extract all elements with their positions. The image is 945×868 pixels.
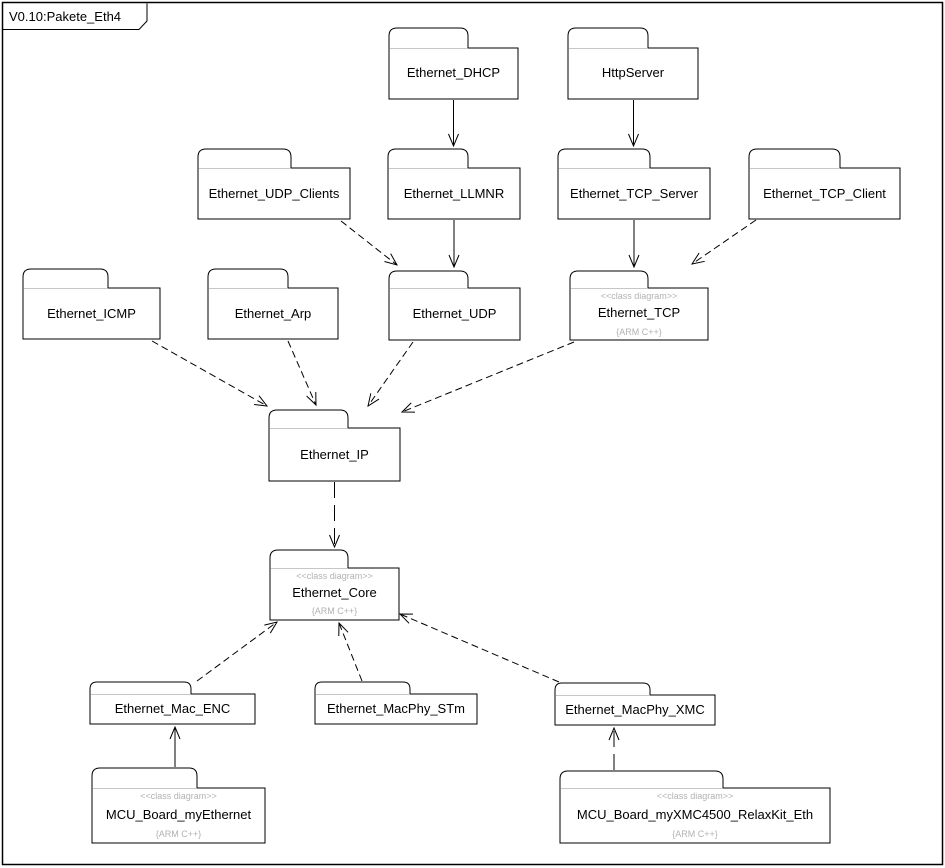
package-name: Ethernet_Arp xyxy=(235,306,312,321)
arrow-macphyxmc-to-core[interactable] xyxy=(400,614,560,683)
package-shape xyxy=(387,148,521,220)
arrow-macphystm-to-core[interactable] xyxy=(339,623,363,682)
package-stereotype: <<class diagram>> xyxy=(601,291,678,301)
package-shape xyxy=(268,409,401,482)
package-name: Ethernet_DHCP xyxy=(407,65,500,80)
package-stereotype: <<class diagram>> xyxy=(296,571,373,581)
package-ethernet-ip[interactable]: Ethernet_IP xyxy=(268,409,401,482)
package-shape xyxy=(269,549,400,621)
package-name: Ethernet_UDP xyxy=(413,306,497,321)
package-name: Ethernet_UDP_Clients xyxy=(209,186,340,201)
arrow-udpclients-to-udp[interactable] xyxy=(340,220,397,265)
diagram-title: V0.10:Pakete_Eth4 xyxy=(9,9,121,24)
package-ethernet-tcp[interactable]: <<class diagram>> Ethernet_TCP {ARM C++} xyxy=(569,270,709,341)
package-language-tag: {ARM C++} xyxy=(672,829,718,839)
package-name: Ethernet_MacPhy_STm xyxy=(327,701,465,716)
arrow-tcpclient-to-tcp[interactable] xyxy=(692,219,757,264)
package-shape xyxy=(314,681,478,725)
title-tab-shape xyxy=(3,3,148,30)
package-ethernet-tcp-client[interactable]: Ethernet_TCP_Client xyxy=(748,148,901,220)
package-ethernet-llmnr[interactable]: Ethernet_LLMNR xyxy=(387,148,521,220)
package-shape xyxy=(748,148,901,220)
package-ethernet-udp-clients[interactable]: Ethernet_UDP_Clients xyxy=(197,148,351,220)
package-shape xyxy=(197,148,351,220)
package-shape xyxy=(557,148,711,220)
package-name: HttpServer xyxy=(602,65,665,80)
package-ethernet-core[interactable]: <<class diagram>> Ethernet_Core {ARM C++… xyxy=(269,549,400,621)
package-name: Ethernet_TCP xyxy=(598,305,680,320)
package-ethernet-dhcp[interactable]: Ethernet_DHCP xyxy=(388,27,519,100)
package-shape xyxy=(91,767,266,844)
package-ethernet-udp[interactable]: Ethernet_UDP xyxy=(388,270,521,341)
package-name: Ethernet_TCP_Server xyxy=(570,186,699,201)
package-ethernet-mac-enc[interactable]: Ethernet_Mac_ENC xyxy=(89,681,256,725)
package-stereotype: <<class diagram>> xyxy=(657,791,734,801)
package-shape xyxy=(22,268,161,340)
package-name: Ethernet_Mac_ENC xyxy=(115,701,231,716)
package-shape xyxy=(89,681,256,725)
package-ethernet-tcp-server[interactable]: Ethernet_TCP_Server xyxy=(557,148,711,220)
arrow-icmp-to-ip[interactable] xyxy=(151,340,267,406)
package-shape xyxy=(554,682,716,726)
package-name: MCU_Board_myXMC4500_RelaxKit_Eth xyxy=(577,807,813,822)
package-httpserver[interactable]: HttpServer xyxy=(567,27,699,100)
package-ethernet-arp[interactable]: Ethernet_Arp xyxy=(207,268,339,340)
package-name: Ethernet_LLMNR xyxy=(404,186,504,201)
package-name: Ethernet_Core xyxy=(292,585,377,600)
package-shape xyxy=(207,268,339,340)
package-name: Ethernet_ICMP xyxy=(47,306,136,321)
package-stereotype: <<class diagram>> xyxy=(140,791,217,801)
package-mcu-board-myethernet[interactable]: <<class diagram>> MCU_Board_myEthernet {… xyxy=(91,767,266,844)
diagram-title-tab: V0.10:Pakete_Eth4 xyxy=(3,3,148,30)
package-shape xyxy=(388,27,519,100)
package-language-tag: {ARM C++} xyxy=(156,829,202,839)
arrow-tcp-to-ip[interactable] xyxy=(402,341,575,412)
package-mcu-board-myxmc4500-relaxkit-eth[interactable]: <<class diagram>> MCU_Board_myXMC4500_Re… xyxy=(559,770,831,844)
package-ethernet-icmp[interactable]: Ethernet_ICMP xyxy=(22,268,161,340)
package-language-tag: {ARM C++} xyxy=(616,327,662,337)
arrow-macenc-to-core[interactable] xyxy=(196,622,277,682)
package-name: Ethernet_IP xyxy=(300,447,369,462)
arrow-udp-to-ip[interactable] xyxy=(368,341,414,406)
package-ethernet-macphy-xmc[interactable]: Ethernet_MacPhy_XMC xyxy=(554,682,716,726)
dependency-arrows xyxy=(151,100,757,770)
package-name: Ethernet_TCP_Client xyxy=(763,186,886,201)
package-ethernet-macphy-stm[interactable]: Ethernet_MacPhy_STm xyxy=(314,681,478,725)
arrow-arp-to-ip[interactable] xyxy=(287,340,316,405)
package-shape xyxy=(567,27,699,100)
package-language-tag: {ARM C++} xyxy=(312,606,358,616)
package-name: MCU_Board_myEthernet xyxy=(106,807,252,822)
package-name: Ethernet_MacPhy_XMC xyxy=(565,702,704,717)
